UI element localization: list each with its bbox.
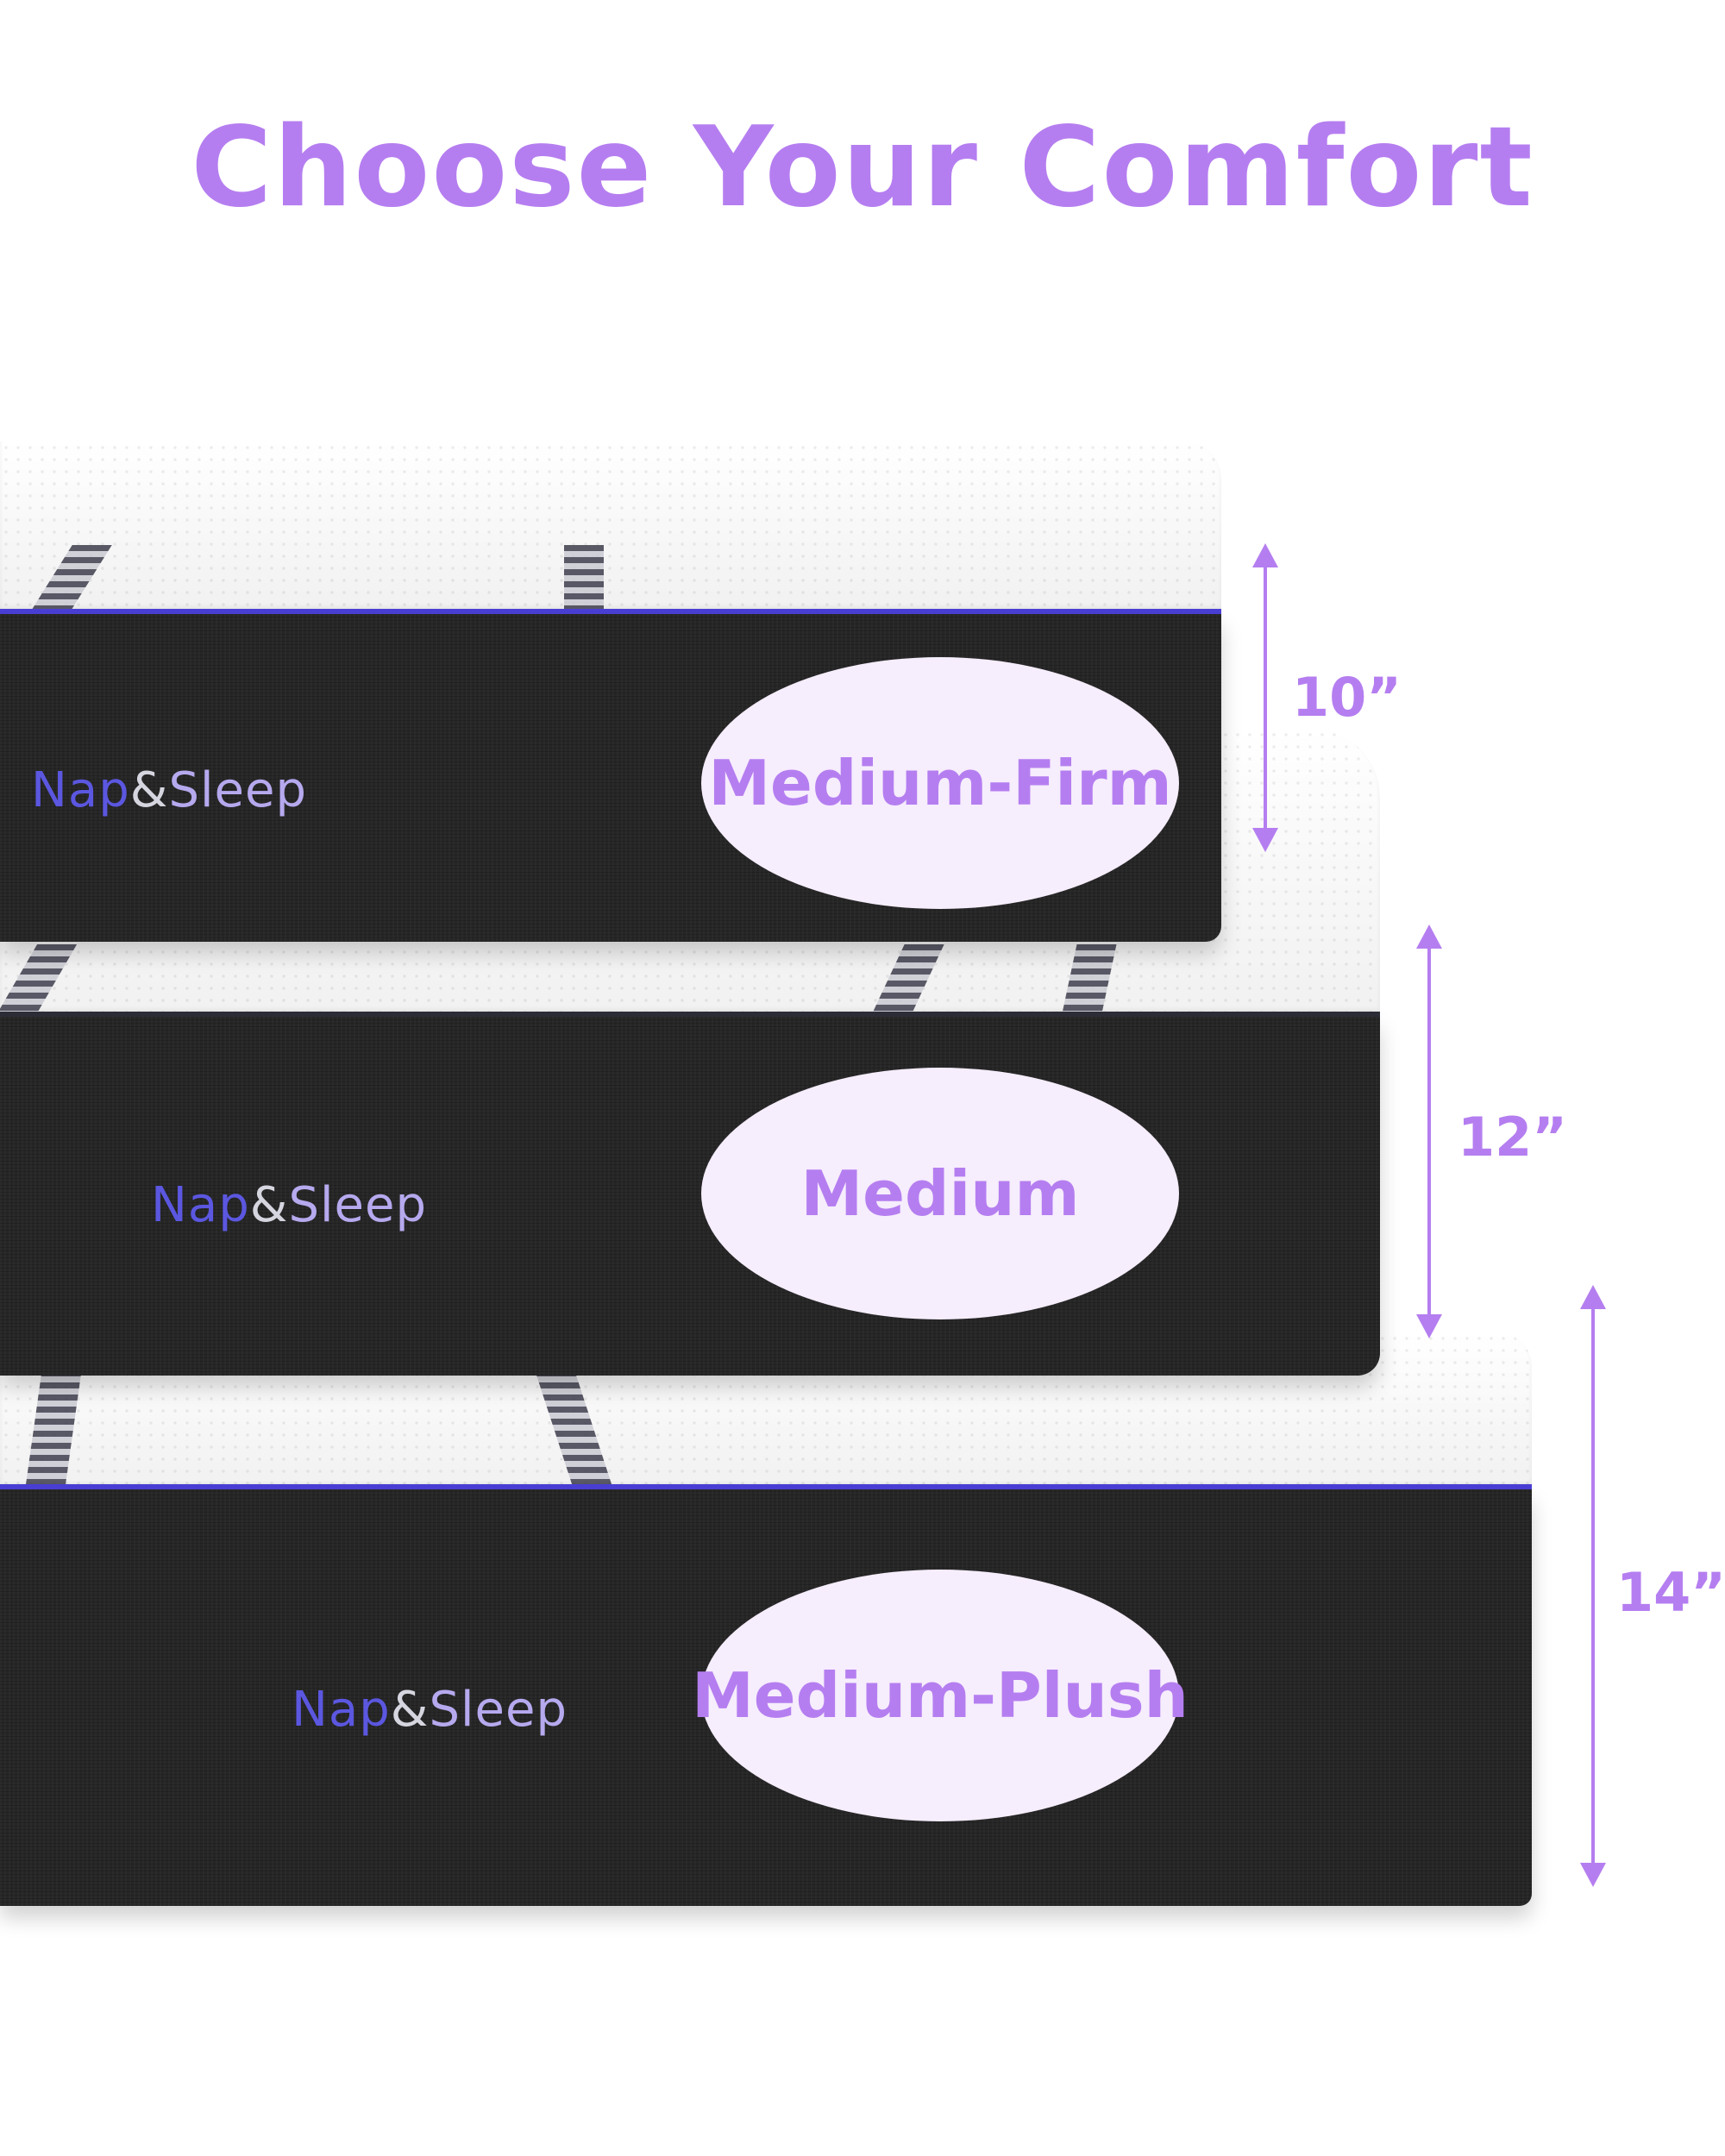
height-label-10: 10” — [1292, 666, 1402, 729]
height-arrow-icon — [1580, 1285, 1606, 1887]
height-label-12: 12” — [1458, 1106, 1568, 1169]
height-arrow-icon — [1416, 924, 1442, 1338]
firmness-label-medium-plush: Medium-Plush — [692, 1570, 1189, 1821]
firmness-label-medium-firm: Medium-Firm — [701, 657, 1179, 909]
page-title: Choose Your Comfort — [191, 103, 1534, 232]
mattress-body — [0, 1489, 1532, 1906]
trim-band — [0, 1012, 1380, 1017]
brand-logo: Nap&Sleep — [31, 762, 307, 818]
trim-band — [0, 609, 1221, 614]
firmness-label-medium: Medium — [701, 1068, 1179, 1319]
cover-strap — [564, 545, 604, 611]
brand-logo: Nap&Sleep — [151, 1177, 427, 1233]
trim-band — [0, 1484, 1532, 1489]
height-arrow-icon — [1252, 543, 1278, 852]
brand-logo: Nap&Sleep — [292, 1682, 568, 1738]
mattress-cover — [0, 442, 1221, 611]
height-label-14: 14” — [1616, 1561, 1725, 1624]
